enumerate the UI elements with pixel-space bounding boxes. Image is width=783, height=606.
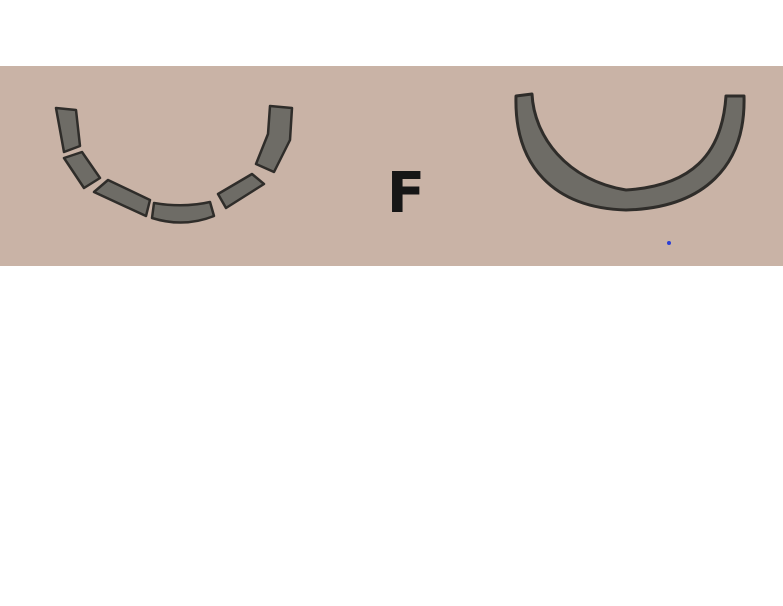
band-background	[0, 66, 783, 266]
arc-segment	[54, 106, 82, 154]
continuous-arc-shape	[514, 92, 746, 212]
figure-svg	[0, 66, 783, 266]
arc-segment	[254, 104, 294, 174]
arc-segment	[216, 172, 266, 210]
figure-band: F	[0, 66, 783, 266]
segmented-arc-shape	[54, 104, 294, 224]
blue-dot	[667, 241, 671, 245]
arc-segment	[150, 200, 216, 224]
arc-segment	[92, 178, 152, 218]
figure-label: F	[386, 161, 426, 226]
arc-segment	[62, 150, 102, 190]
